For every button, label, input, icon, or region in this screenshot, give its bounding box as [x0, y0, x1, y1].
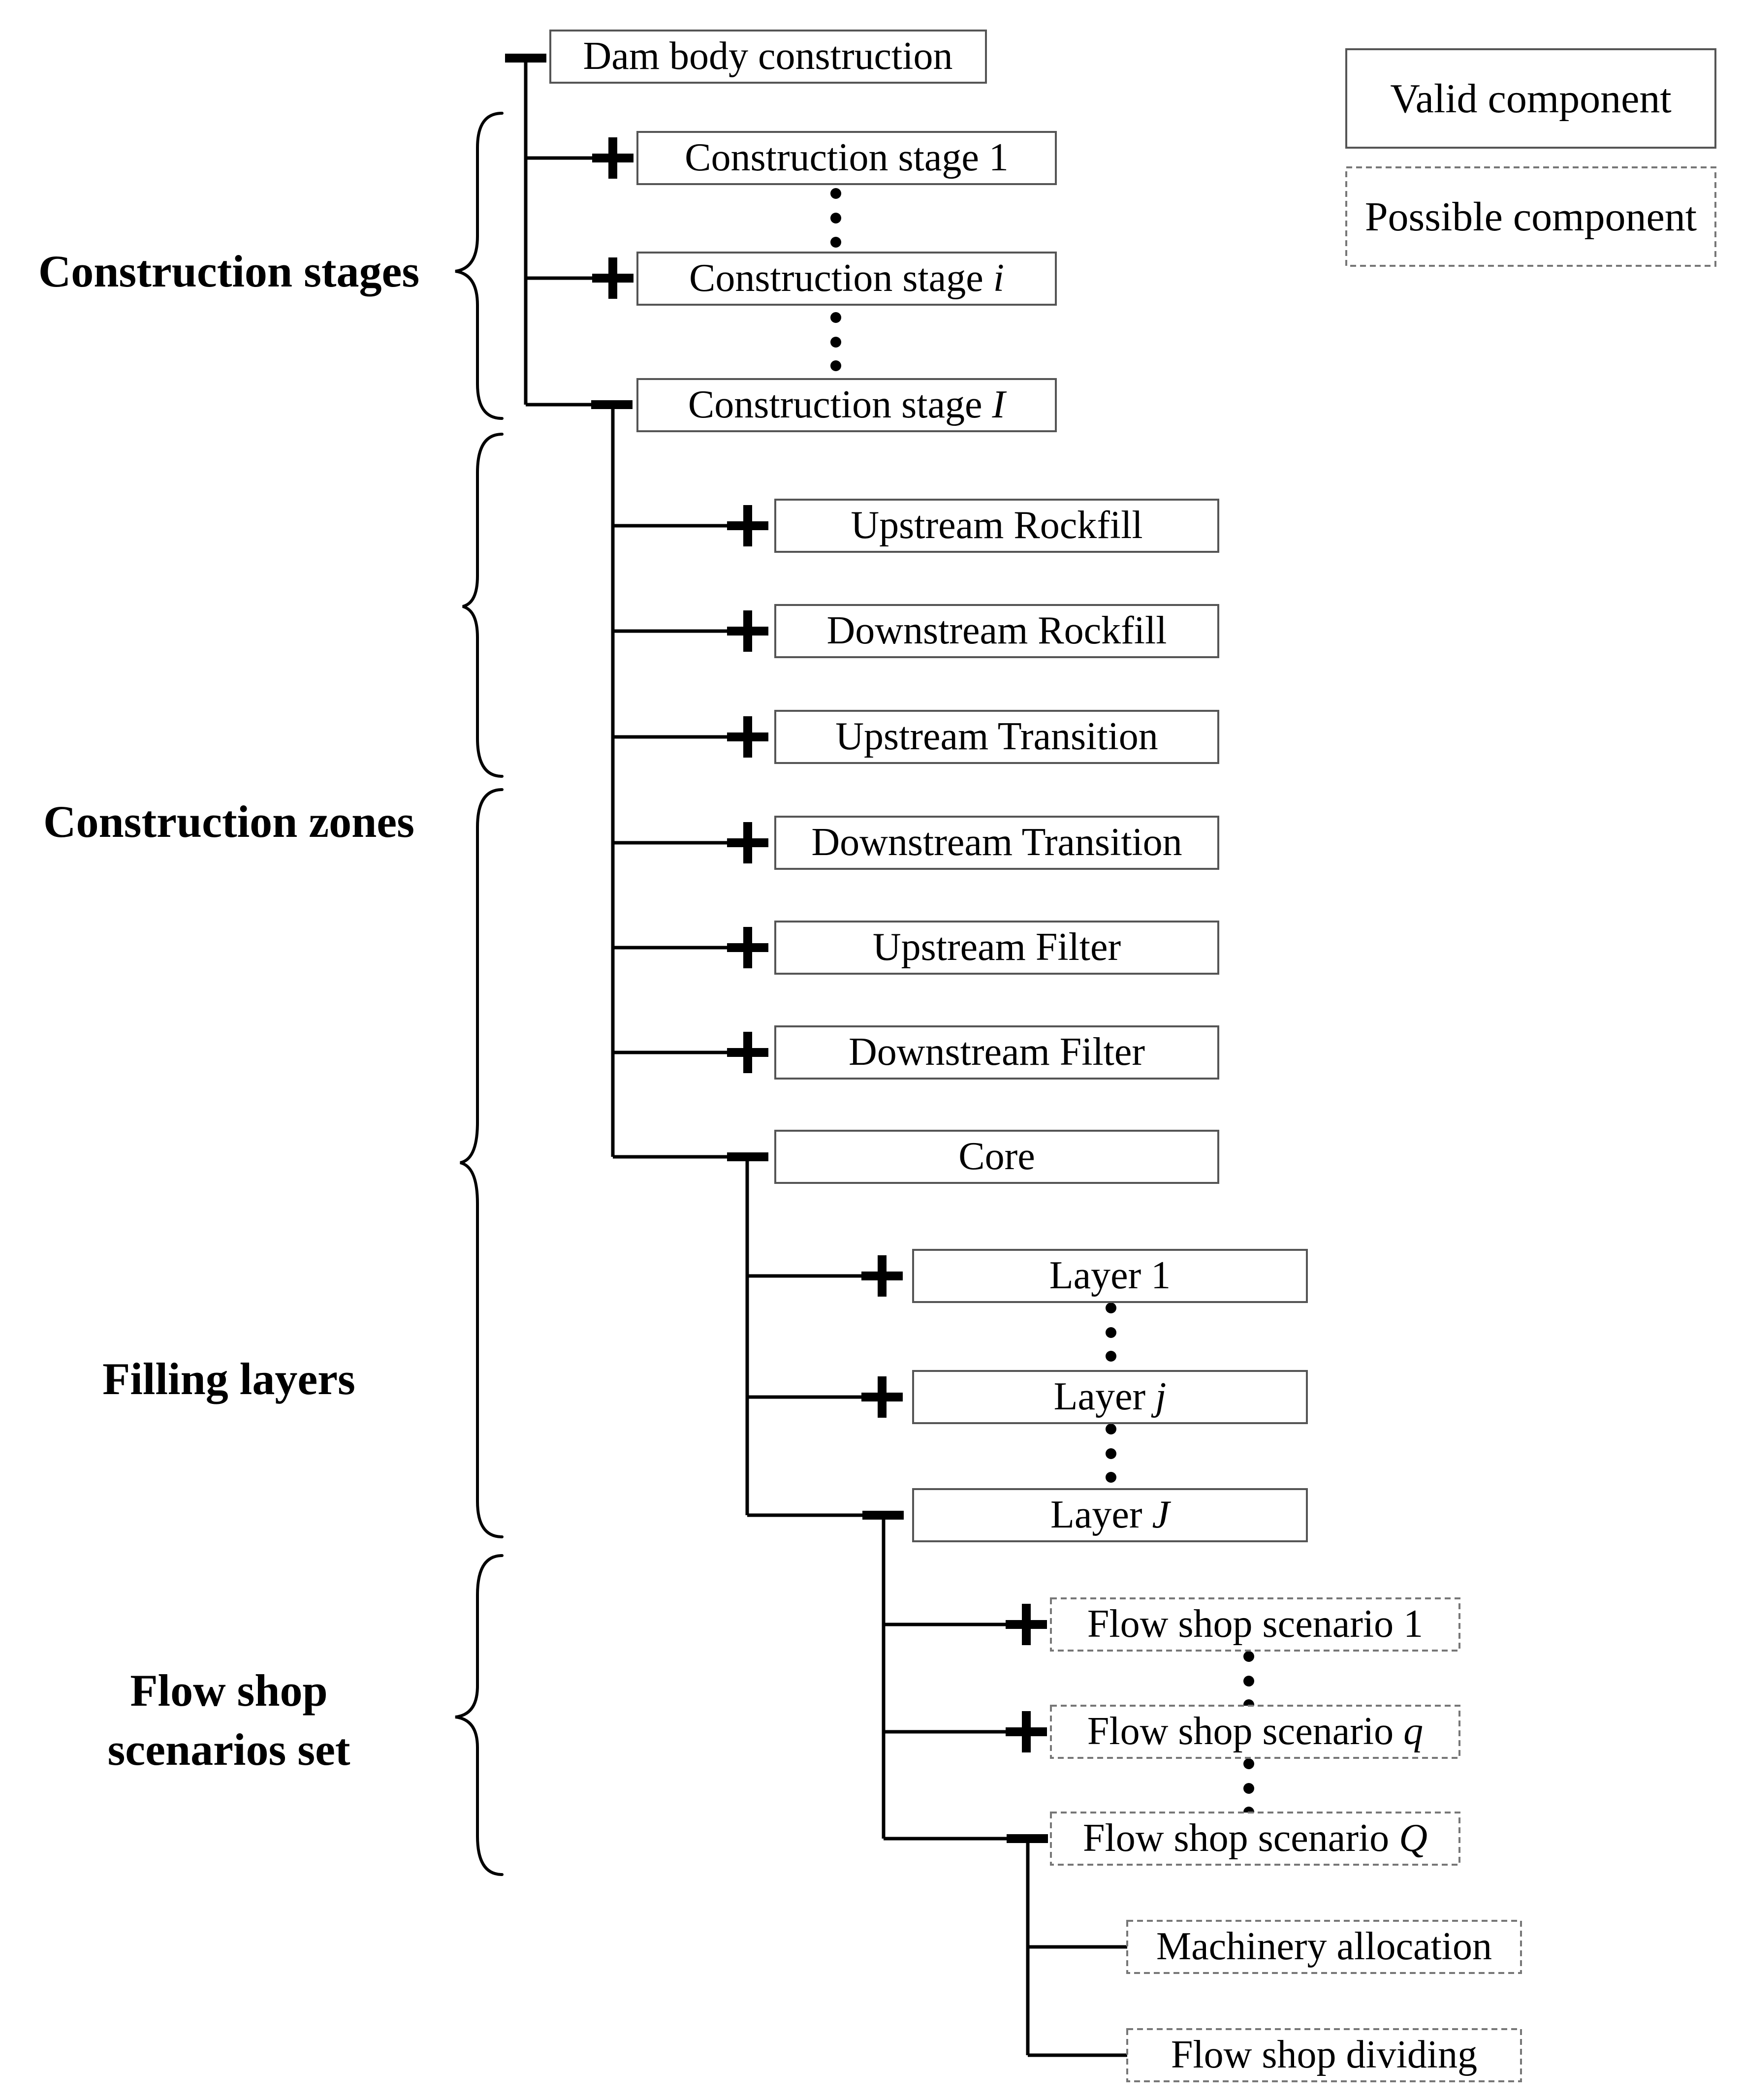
- node-box-machinery: [1126, 1920, 1522, 1974]
- plus-icon: [592, 137, 634, 179]
- brace-construction-zones: [462, 433, 504, 778]
- legend-valid-box: [1345, 48, 1716, 149]
- legend-valid-label: Valid component: [1390, 76, 1672, 122]
- node-label-root: Dam body construction: [583, 34, 953, 78]
- node-label-zone-1: Upstream Rockfill: [851, 504, 1142, 547]
- plus-icon: [1006, 1604, 1047, 1645]
- plus-icon: [727, 1032, 768, 1073]
- node-label-stage-1: Construction stage 1: [685, 136, 1009, 179]
- node-box-zone-6: [774, 1025, 1219, 1080]
- node-label-zone-6: Downstream Filter: [849, 1030, 1145, 1074]
- node-label-scenario-Q: Flow shop scenario Q: [1083, 1816, 1427, 1860]
- node-label-layer-1: Layer 1: [1049, 1254, 1171, 1297]
- plus-icon: [592, 257, 634, 299]
- node-label-stage-I: Construction stage I: [688, 383, 1007, 426]
- node-box-zone-4: [774, 816, 1219, 870]
- legend-possible-box: [1345, 166, 1716, 267]
- minus-icon: [1007, 1834, 1048, 1843]
- group-label-construction-stages: Construction stages: [38, 246, 419, 296]
- node-box-zone-7: [774, 1130, 1219, 1184]
- node-box-scenario-q: [1050, 1705, 1460, 1759]
- node-label-dividing: Flow shop dividing: [1171, 2033, 1477, 2076]
- node-label-stage-i: Construction stage i: [689, 256, 1004, 300]
- plus-icon: [727, 610, 768, 652]
- node-box-zone-1: [774, 499, 1219, 553]
- group-label-construction-zones: Construction zones: [43, 796, 414, 847]
- node-box-zone-2: [774, 604, 1219, 658]
- plus-icon: [861, 1255, 903, 1297]
- minus-icon: [727, 1152, 768, 1161]
- group-label-filling-layers: Filling layers: [102, 1354, 355, 1404]
- brace-filling-layers: [460, 788, 504, 1538]
- node-box-zone-5: [774, 921, 1219, 975]
- node-box-zone-3: [774, 710, 1219, 764]
- plus-icon: [727, 716, 768, 758]
- group-label-flowshop-line1: Flow shop: [130, 1665, 327, 1716]
- node-boxes: [549, 30, 1522, 2082]
- node-box-layer-j: [912, 1370, 1308, 1424]
- plus-icon: [727, 822, 768, 863]
- node-box-scenario-Q: [1050, 1812, 1460, 1866]
- brace-flowshop-scenarios: [455, 1554, 504, 1876]
- legend-possible-label: Possible component: [1365, 194, 1697, 240]
- group-label-flowshop-line2: scenarios set: [107, 1724, 350, 1775]
- node-label-scenario-1: Flow shop scenario 1: [1087, 1602, 1423, 1646]
- group-braces: [455, 112, 504, 1876]
- node-label-zone-7: Core: [958, 1135, 1035, 1178]
- node-box-scenario-1: [1050, 1597, 1460, 1652]
- ellipsis-dots: [830, 188, 1254, 1817]
- minus-icon: [505, 54, 546, 63]
- node-box-layer-1: [912, 1249, 1308, 1303]
- plus-icon: [1006, 1711, 1047, 1752]
- node-box-layer-J: [912, 1488, 1308, 1542]
- node-box-stage-i: [636, 252, 1057, 306]
- plus-icon: [861, 1376, 903, 1418]
- node-label-layer-J: Layer J: [1050, 1493, 1172, 1536]
- plus-icon: [727, 927, 768, 968]
- node-label-zone-5: Upstream Filter: [873, 925, 1121, 969]
- node-box-stage-I: [636, 378, 1057, 432]
- node-label-zone-2: Downstream Rockfill: [827, 609, 1167, 652]
- expand-markers: [505, 54, 1048, 1843]
- brace-construction-stages: [455, 112, 504, 420]
- plus-icon: [727, 505, 768, 546]
- node-label-scenario-q: Flow shop scenario q: [1087, 1710, 1423, 1753]
- node-box-stage-1: [636, 131, 1057, 185]
- node-label-layer-j: Layer j: [1054, 1375, 1167, 1418]
- node-label-machinery: Machinery allocation: [1156, 1925, 1492, 1968]
- node-box-root: [549, 30, 987, 84]
- minus-icon: [862, 1511, 904, 1520]
- minus-icon: [591, 400, 633, 409]
- node-box-dividing: [1126, 2028, 1522, 2082]
- node-label-zone-3: Upstream Transition: [835, 715, 1158, 758]
- node-label-zone-4: Downstream Transition: [811, 821, 1182, 864]
